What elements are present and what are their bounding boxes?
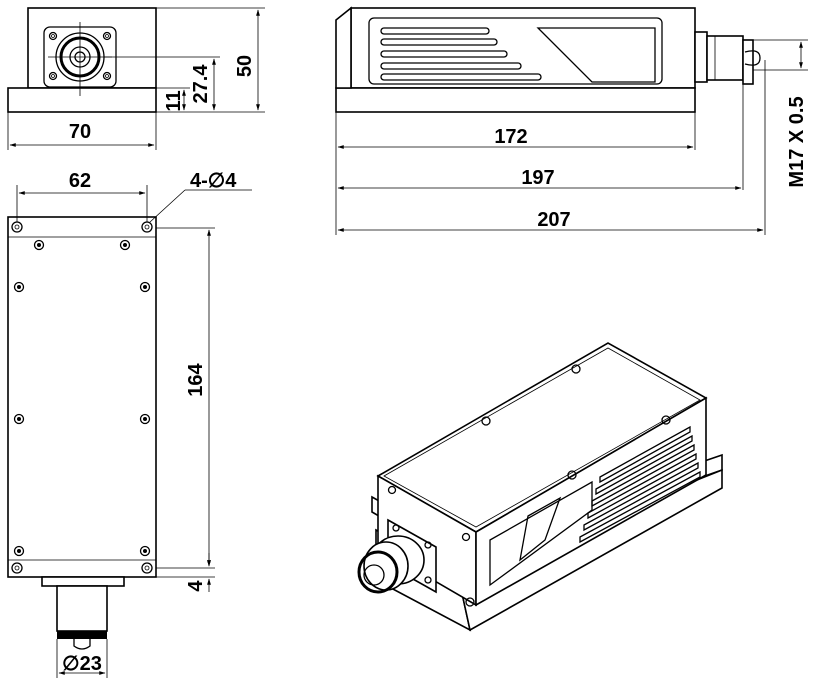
front-view: 50 27.4 11 70 <box>7 7 265 150</box>
cover-screws <box>13 239 151 557</box>
dim-top-length: 164 <box>185 362 207 396</box>
dim-side-to-connector: 197 <box>521 167 554 189</box>
dim-side-total: 207 <box>537 209 570 231</box>
fiber-connector <box>357 518 437 594</box>
dim-side-thread: M17 X 0.5 <box>786 96 808 187</box>
top-view: 62 4-∅4 164 4 ∅23 <box>7 170 252 678</box>
dim-top-hole-spacing: 62 <box>69 170 91 192</box>
dim-side-body: 172 <box>494 126 527 148</box>
dim-top-connector-diameter: ∅23 <box>62 653 102 675</box>
dim-front-height: 50 <box>234 55 256 77</box>
dim-top-holes: 4-∅4 <box>190 170 237 192</box>
cooling-fins <box>579 425 701 544</box>
dim-top-flange-offset: 4 <box>185 580 207 592</box>
dim-front-axis-height: 27.4 <box>190 64 212 104</box>
isometric-view <box>357 342 723 632</box>
dim-front-width: 70 <box>69 121 91 143</box>
dim-front-base-height: 11 <box>163 90 185 111</box>
side-view: 172 197 207 M17 X 0.5 <box>335 6 808 235</box>
